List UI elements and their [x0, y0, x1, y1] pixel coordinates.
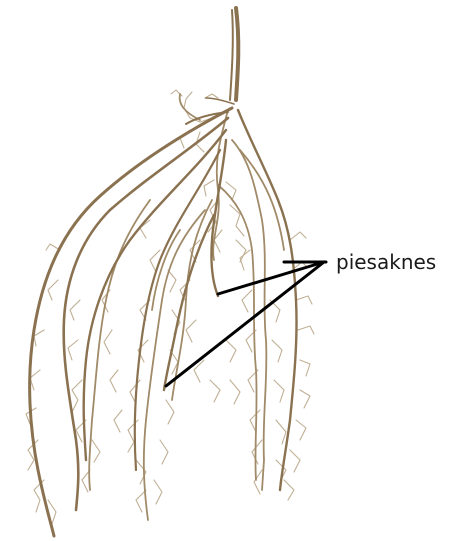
fine-root-hairs: [26, 90, 314, 524]
pointer-line-upper: [218, 262, 324, 294]
lateral-roots: [89, 94, 284, 520]
roots-label: piesaknes: [336, 250, 436, 274]
main-roots: [30, 8, 297, 536]
